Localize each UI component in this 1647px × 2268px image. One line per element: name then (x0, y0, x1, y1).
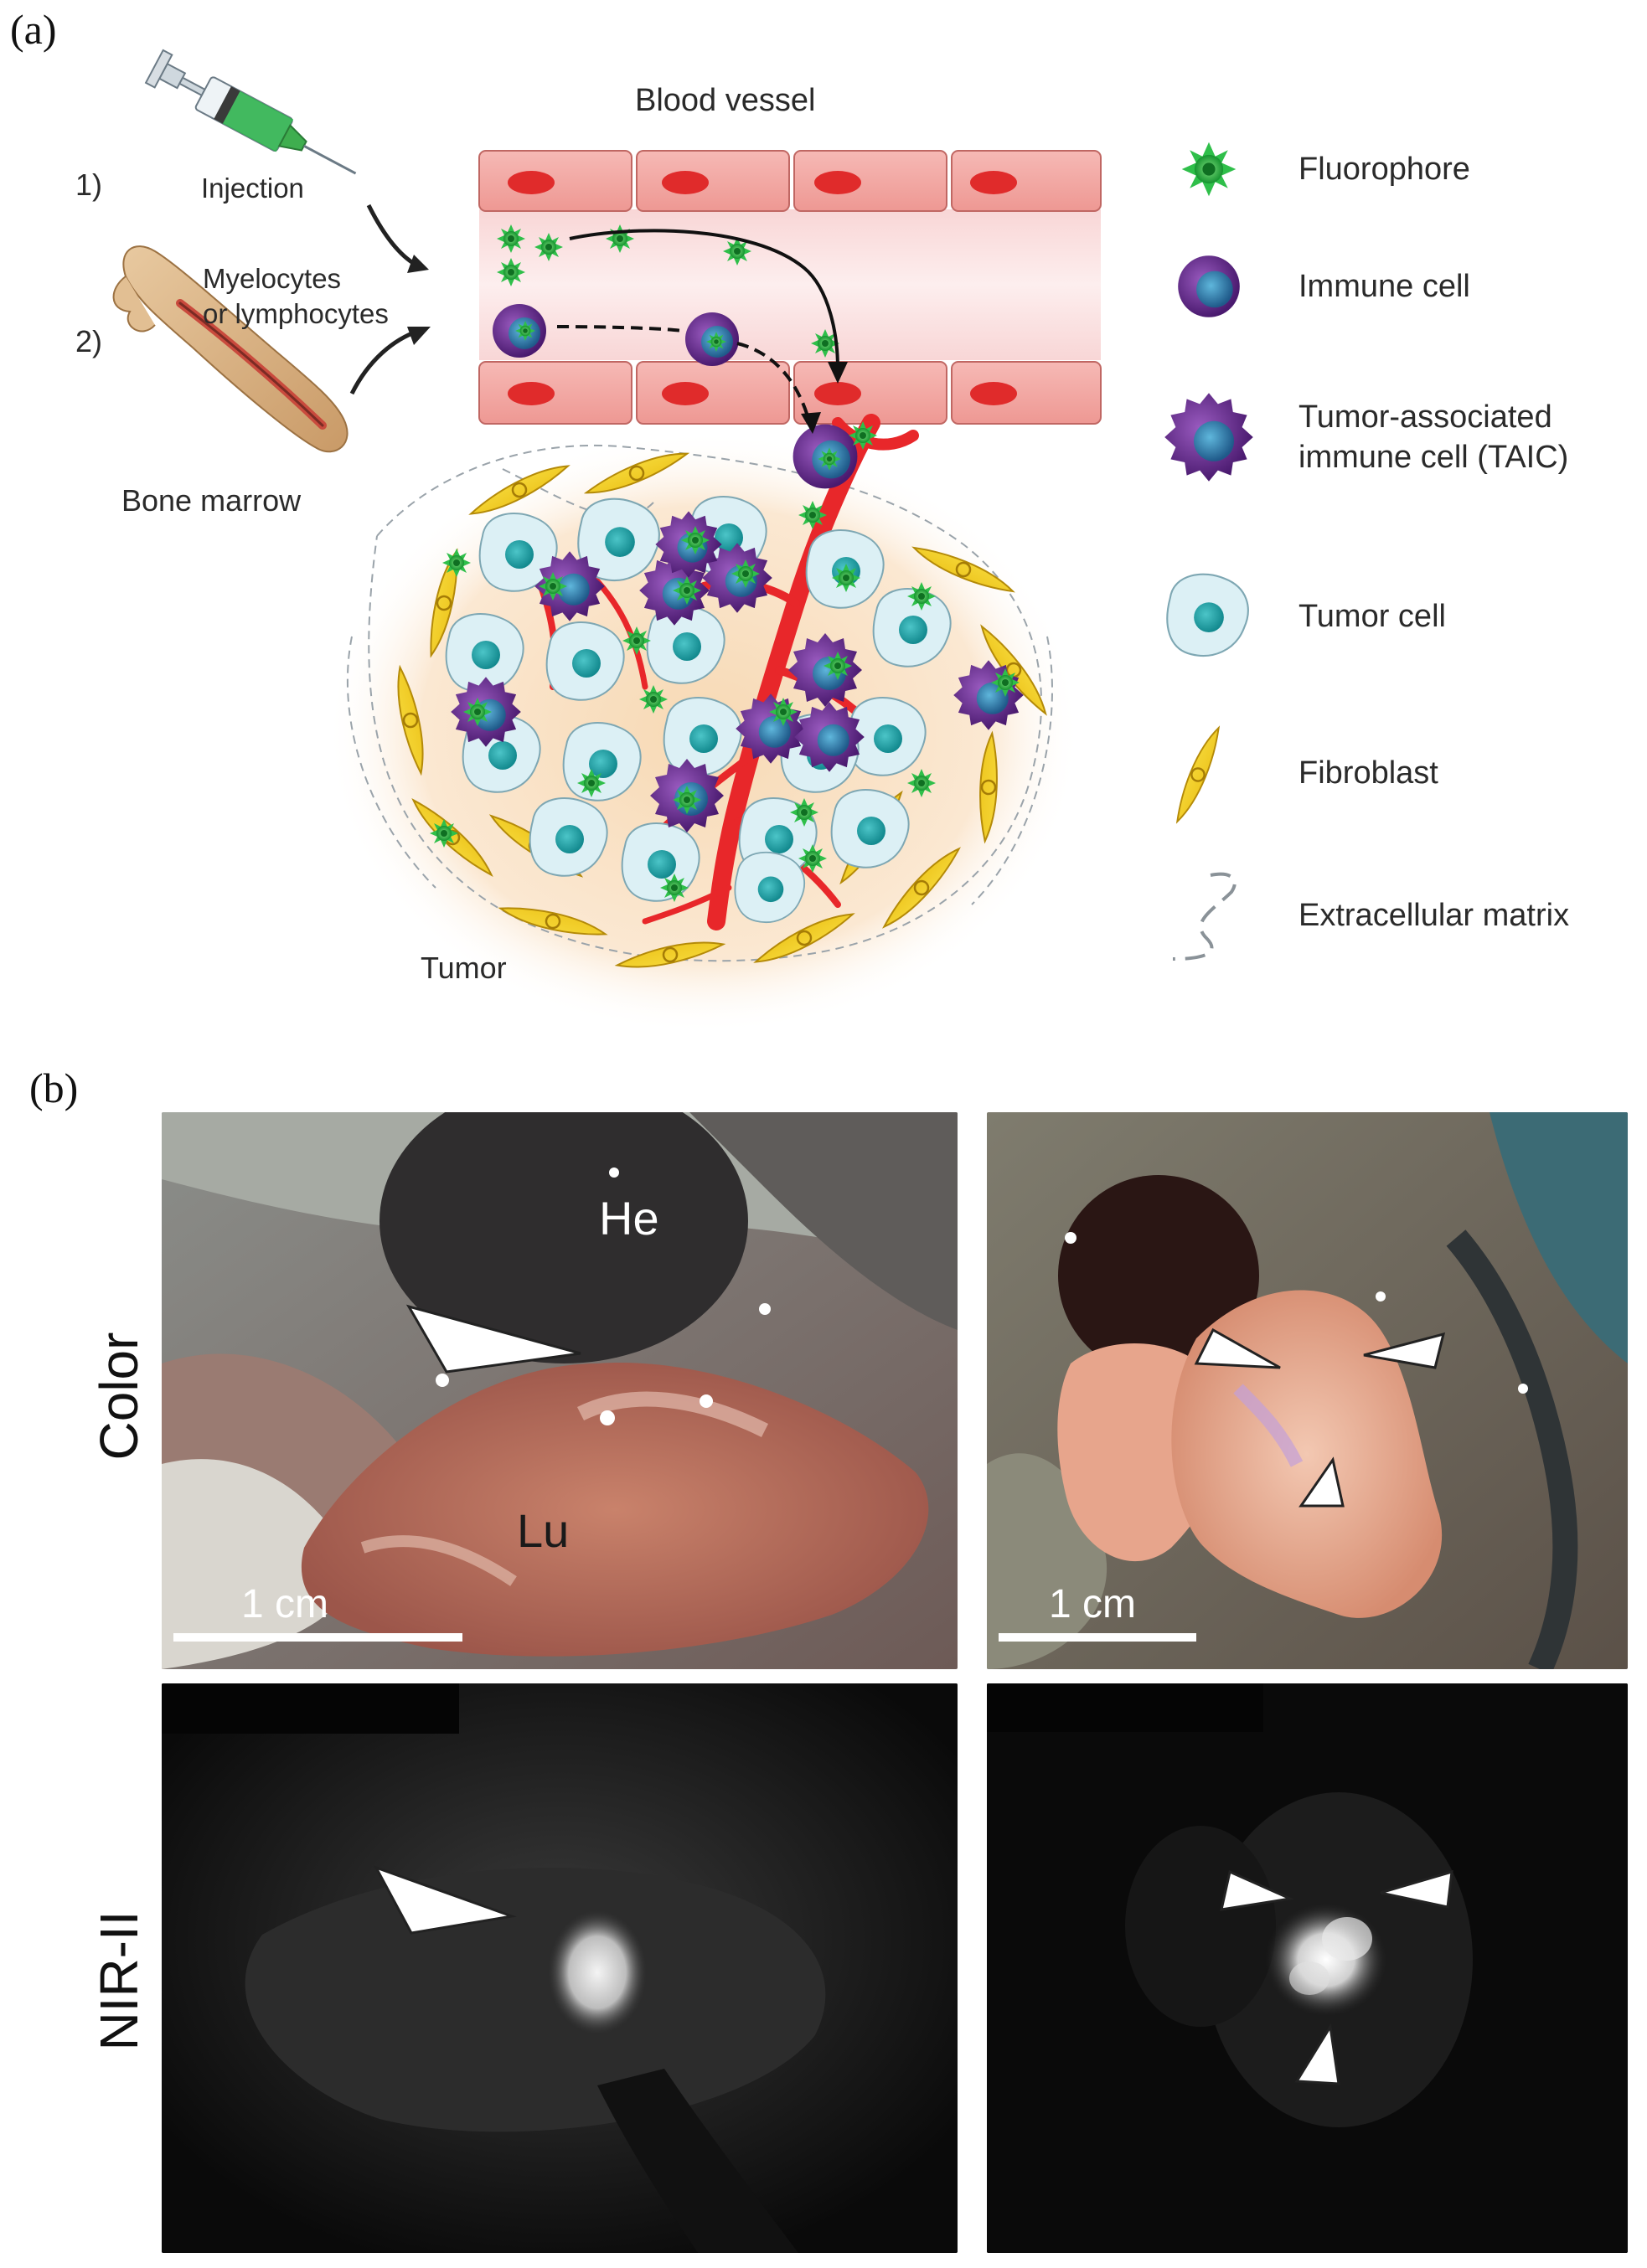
lu-label: Lu (517, 1504, 570, 1557)
arrowhead-left-color (405, 1304, 581, 1374)
row-label-color: Color (89, 1332, 149, 1461)
panel-b-label: (b) (29, 1064, 79, 1111)
bone-marrow-label: Bone marrow (121, 483, 302, 518)
vessel-wall-bottom (478, 361, 1102, 425)
legend-tumor-cell-icon (1166, 573, 1249, 657)
trafficking-arrows (556, 229, 848, 434)
legend-fibroblast-icon (1154, 726, 1242, 823)
legend-immune-cell-icon (1178, 255, 1240, 317)
panel-a-diagram: 1) Injection 2) Myelocytes or lymphocyte… (75, 49, 1569, 1034)
legend-label-fluorophore: Fluorophore (1298, 152, 1470, 187)
legend-fluorophore-icon (1181, 142, 1237, 197)
legend-label-taic-line1: Tumor-associated (1298, 399, 1552, 435)
legend-label-fibroblast: Fibroblast (1298, 755, 1438, 791)
legend-extracellular-matrix-icon (1172, 872, 1237, 961)
row-label-nir: NIR-II (89, 1910, 149, 2051)
nir-photo-left (162, 1683, 958, 2253)
he-label: He (599, 1192, 659, 1245)
blood-vessel (478, 150, 1102, 425)
legend-label-extracellular-matrix: Extracellular matrix (1298, 898, 1569, 933)
arrowhead-left-nir (373, 1865, 517, 1935)
tumor-label: Tumor (421, 951, 507, 985)
scale-bar-left (173, 1633, 462, 1642)
arrowheads-right-nir (1220, 1869, 1453, 2085)
lymphocytes-label: or lymphocytes (203, 298, 389, 329)
legend-icons (1154, 142, 1253, 961)
arrowheads-right-color (1194, 1327, 1446, 1508)
delivery-arrows (349, 204, 431, 395)
legend-label-taic-line2: immune cell (TAIC) (1298, 440, 1568, 475)
scale-bar-right (999, 1633, 1196, 1642)
legend-label-immune-cell: Immune cell (1298, 269, 1470, 304)
color-photo-left (162, 1112, 958, 1669)
panel-a-label: (a) (10, 6, 57, 53)
legend-taic-icon (1164, 393, 1253, 482)
nir-photo-right (987, 1683, 1628, 2253)
scale-label-left: 1 cm (241, 1582, 329, 1626)
injection-label: Injection (201, 173, 304, 204)
syringe-icon (144, 49, 357, 175)
blood-vessel-label: Blood vessel (635, 83, 815, 118)
myelocytes-label: Myelocytes (203, 263, 341, 294)
scale-label-right: 1 cm (1049, 1582, 1137, 1626)
legend-label-tumor-cell: Tumor cell (1298, 599, 1446, 634)
step-2-number: 2) (75, 324, 102, 358)
vessel-wall-top (478, 150, 1102, 212)
color-photo-right (987, 1112, 1628, 1669)
step-1-number: 1) (75, 168, 102, 202)
bone-marrow-icon (112, 245, 349, 453)
